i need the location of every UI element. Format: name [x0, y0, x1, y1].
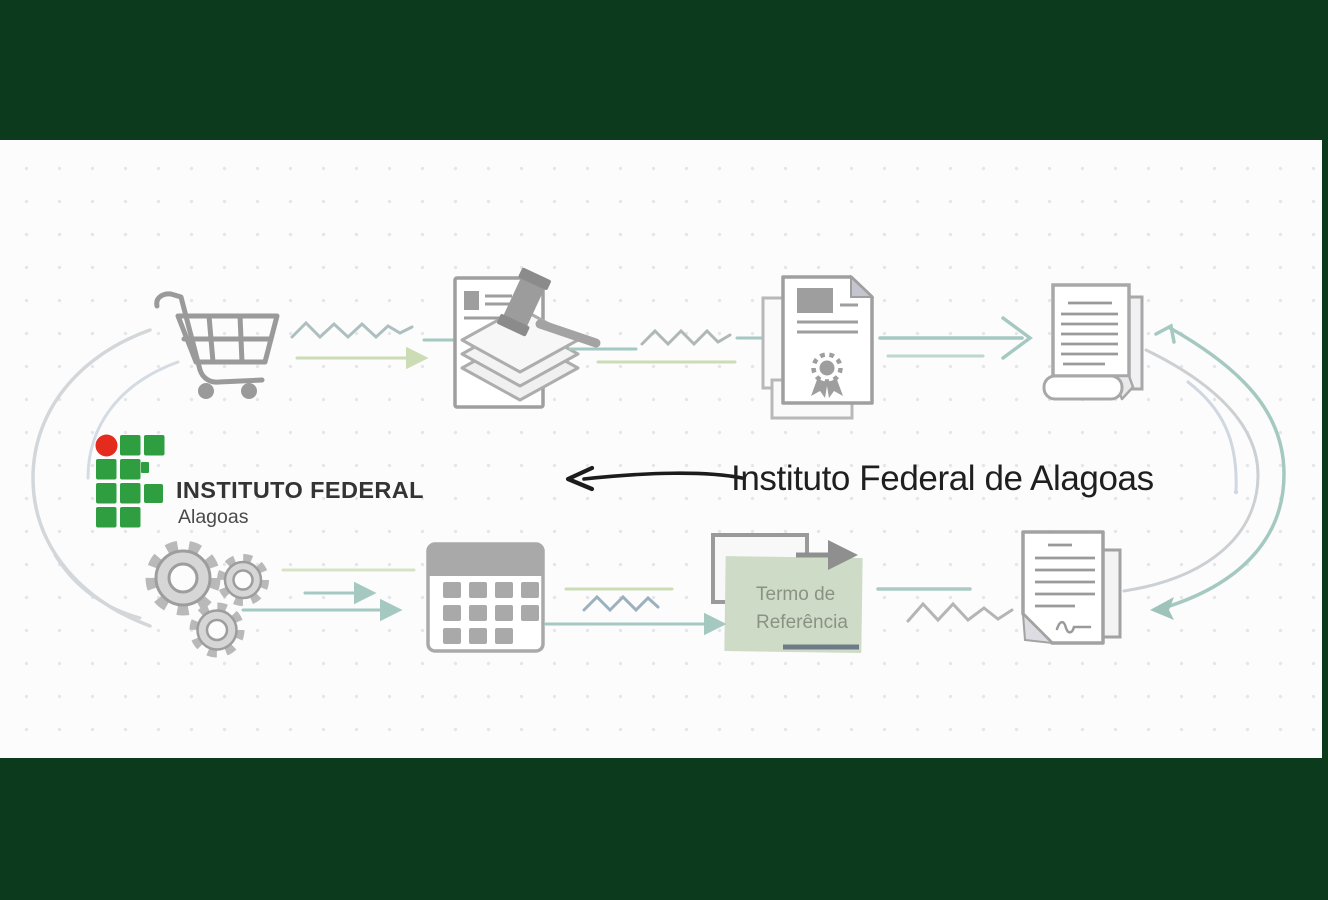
cycle-arc-right [1122, 323, 1286, 620]
gavel-icon [497, 267, 601, 348]
logo-wordmark: INSTITUTO FEDERAL [176, 477, 424, 503]
logo-red-dot [95, 434, 118, 457]
calendar-icon [426, 542, 545, 653]
gear-large [145, 540, 221, 616]
connector-cart-to-auction [290, 320, 457, 370]
annotation-arrow-icon [565, 465, 744, 492]
award-rosette-icon [811, 352, 843, 398]
connector-note-to-docs [876, 587, 1014, 623]
gear-small [189, 602, 245, 658]
contract-scroll-icon [1042, 283, 1144, 401]
term-reference-note [711, 533, 863, 653]
slide-canvas [0, 140, 1322, 758]
gears-icon [145, 540, 269, 658]
signature-squiggle [1055, 620, 1092, 634]
arrow-left-icon [1150, 597, 1174, 620]
logo-campus-label: Alagoas [178, 506, 249, 528]
auction-documents-icon [453, 267, 601, 409]
logo-green-squares [96, 435, 165, 528]
connector-calendar-to-note [564, 587, 674, 613]
gear-medium [217, 554, 269, 606]
note-line-2: Referência [756, 612, 848, 633]
diagram-art [31, 267, 1286, 658]
connector-certificate-to-scroll [878, 316, 1033, 360]
connector-auction-to-certificate [568, 328, 764, 364]
annotation-label: Instituto Federal de Alagoas [731, 459, 1154, 498]
signed-documents-icon [1021, 530, 1122, 645]
note-line-1: Termo de [756, 584, 836, 605]
calendar-days [443, 582, 539, 644]
shopping-cart-icon [154, 291, 280, 399]
cycle-arc-left [31, 328, 180, 628]
arrow-right-icon [1001, 316, 1033, 360]
sticky-note-icon [724, 556, 863, 653]
if-logo-mark [95, 434, 165, 528]
connector-gears-to-calendar [241, 568, 416, 622]
certificate-icon [761, 274, 875, 420]
term-reference-note-label: Termo de Referência [756, 581, 866, 637]
arrow-up-icon [1154, 323, 1176, 344]
